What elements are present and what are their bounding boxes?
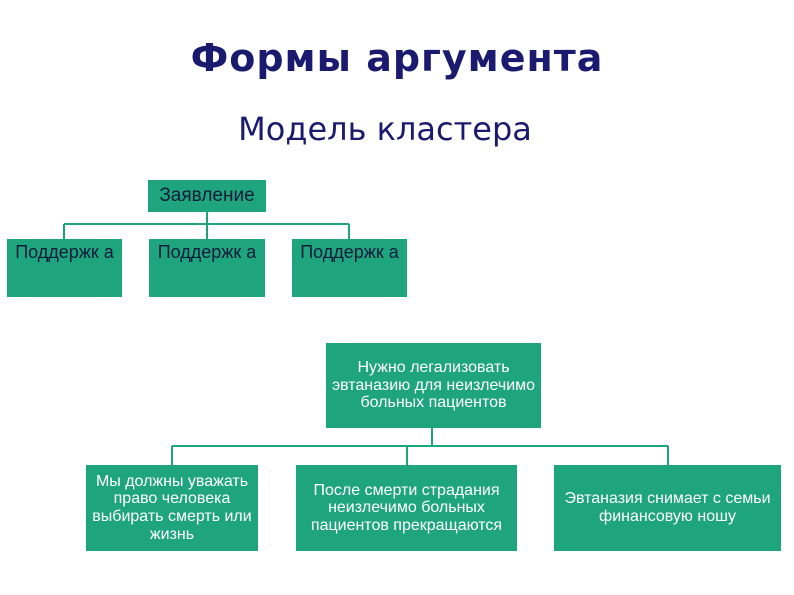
- support-box-3: Поддержк а: [292, 239, 407, 297]
- support-box-2: Поддержк а: [149, 239, 265, 297]
- slide-subtitle: Модель кластера: [238, 110, 532, 148]
- argument-box-3: Эвтаназия снимает с семьи финансовую нош…: [554, 465, 781, 551]
- argument-box-1: Мы должны уважать право человека выбират…: [86, 465, 258, 551]
- statement-box: Заявление: [148, 180, 266, 212]
- slide-title: Формы аргумента: [190, 36, 604, 80]
- support-box-1: Поддержк а: [7, 239, 122, 297]
- claim-box: Нужно легализовать эвтаназию для неизлеч…: [326, 343, 541, 428]
- argument-box-2: После смерти страдания неизлечимо больны…: [296, 465, 517, 551]
